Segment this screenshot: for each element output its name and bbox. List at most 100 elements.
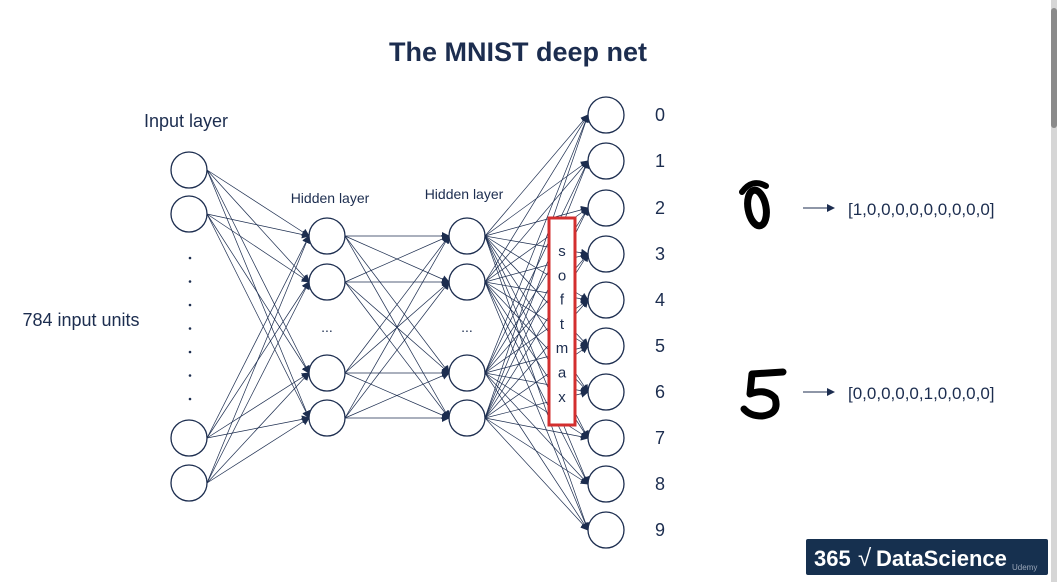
hidden-2-ellipsis: ... [461,319,473,335]
input-ellipsis-dots [188,256,192,401]
input-ellipsis-dot-3 [188,327,192,330]
connection-input-0-to-hidden-1-1 [206,169,310,283]
connection-hidden-2-1-to-output-0 [484,114,589,283]
output-label-5: 5 [655,336,665,356]
hidden-1-node-2 [308,354,346,392]
input-layer-label: Input layer [144,111,228,131]
scrollbar[interactable] [1051,0,1057,582]
hidden-1-node-1 [308,263,346,301]
output-node-0 [587,96,625,134]
connection-hidden-2-1-to-output-1 [484,160,589,283]
output-node-9 [587,511,625,549]
connection-hidden-2-3-to-output-9 [484,417,589,531]
network-connections [206,114,590,531]
input-units-label: 784 input units [22,310,139,330]
hidden-layer-1-label: Hidden layer [291,190,370,206]
connection-input-1-to-hidden-1-3 [206,213,310,419]
input-ellipsis-dot-5 [188,374,192,377]
connection-hidden-2-3-to-output-1 [484,160,590,419]
output-label-1: 1 [655,151,665,171]
handwritten-zero-image [739,180,770,230]
brand-logo-prefix: 365 [814,546,851,571]
connection-hidden-2-1-to-output-8 [484,281,589,485]
input-node-2 [170,419,208,457]
input-ellipsis-dot-4 [188,350,192,354]
connection-hidden-2-0-to-output-0 [484,114,589,237]
output-node-1 [587,142,625,180]
scrollbar-thumb[interactable] [1051,8,1057,128]
output-label-3: 3 [655,244,665,264]
output-label-4: 4 [655,290,665,310]
input-node-1 [170,195,208,233]
connection-hidden-2-2-to-output-9 [484,372,589,531]
output-node-2 [587,189,625,227]
connection-hidden-2-1-to-output-9 [484,281,590,531]
connection-hidden-2-2-to-output-7 [484,372,589,439]
connection-input-1-to-hidden-1-2 [206,213,310,374]
output-label-8: 8 [655,474,665,494]
output-label-6: 6 [655,382,665,402]
output-label-9: 9 [655,520,665,540]
handwritten-five-image [740,368,787,420]
connection-input-2-to-hidden-1-0 [206,235,310,439]
network-nodes [170,96,625,549]
connection-input-3-to-hidden-1-1 [206,281,310,484]
output-node-8 [587,465,625,503]
connection-input-3-to-hidden-1-3 [206,417,310,484]
output-node-3 [587,235,625,273]
hidden-1-ellipsis: ... [321,319,333,335]
connection-input-1-to-hidden-1-1 [206,213,310,283]
softmax-letter-5: a [558,365,567,382]
input-ellipsis-dot-6 [188,397,192,401]
output-label-2: 2 [655,198,665,218]
softmax-letter-3: t [560,316,565,333]
brand-logo-background [806,539,1048,575]
output-node-7 [587,419,625,457]
brand-logo-symbol: √ [858,545,872,572]
output-node-6 [587,373,625,411]
connection-input-0-to-hidden-1-2 [206,169,310,374]
connection-input-2-to-hidden-1-2 [206,372,310,439]
output-label-0: 0 [655,105,665,125]
watermark: Udemy [1012,563,1037,572]
connection-hidden-1-1-to-hidden-2-0 [344,235,450,283]
output-node-5 [587,327,625,365]
hidden-2-node-0 [448,217,486,255]
connection-hidden-1-3-to-hidden-2-0 [344,235,450,419]
hidden-2-node-3 [448,399,486,437]
input-ellipsis-dot-0 [188,256,192,260]
softmax-letter-4: m [556,340,569,357]
connection-input-1-to-hidden-1-0 [206,213,310,239]
slide-title: The MNIST deep net [389,37,647,67]
softmax-box [547,216,577,427]
softmax-letter-0: s [558,243,566,260]
zero-vector: [1,0,0,0,0,0,0,0,0,0] [848,200,995,219]
connection-hidden-2-2-to-output-8 [484,372,589,485]
connection-input-0-to-hidden-1-0 [206,169,310,237]
input-ellipsis-dot-2 [188,303,192,307]
softmax-letter-2: f [560,292,565,309]
hidden-layer-2-label: Hidden layer [425,186,504,202]
softmax-letter-1: o [558,267,566,284]
connection-hidden-2-3-to-output-0 [484,114,590,419]
input-node-0 [170,151,208,189]
softmax-letter-6: x [558,389,566,406]
hidden-1-node-3 [308,399,346,437]
connection-hidden-2-2-to-output-0 [484,114,590,374]
output-label-7: 7 [655,428,665,448]
input-node-3 [170,464,208,502]
hidden-2-node-2 [448,354,486,392]
connection-hidden-2-3-to-output-7 [484,417,589,441]
hidden-1-node-0 [308,217,346,255]
input-ellipsis-dot-1 [188,280,192,283]
output-labels: 0 1 2 3 4 5 6 7 8 9 [655,105,665,540]
connection-hidden-1-3-to-hidden-2-1 [344,281,450,419]
connection-input-3-to-hidden-1-0 [206,235,311,484]
connection-hidden-1-3-to-hidden-2-2 [344,372,450,419]
connection-hidden-1-2-to-hidden-2-0 [344,235,450,374]
connection-hidden-2-3-to-output-8 [484,417,589,485]
output-node-4 [587,281,625,319]
five-vector: [0,0,0,0,0,1,0,0,0,0] [848,384,995,403]
